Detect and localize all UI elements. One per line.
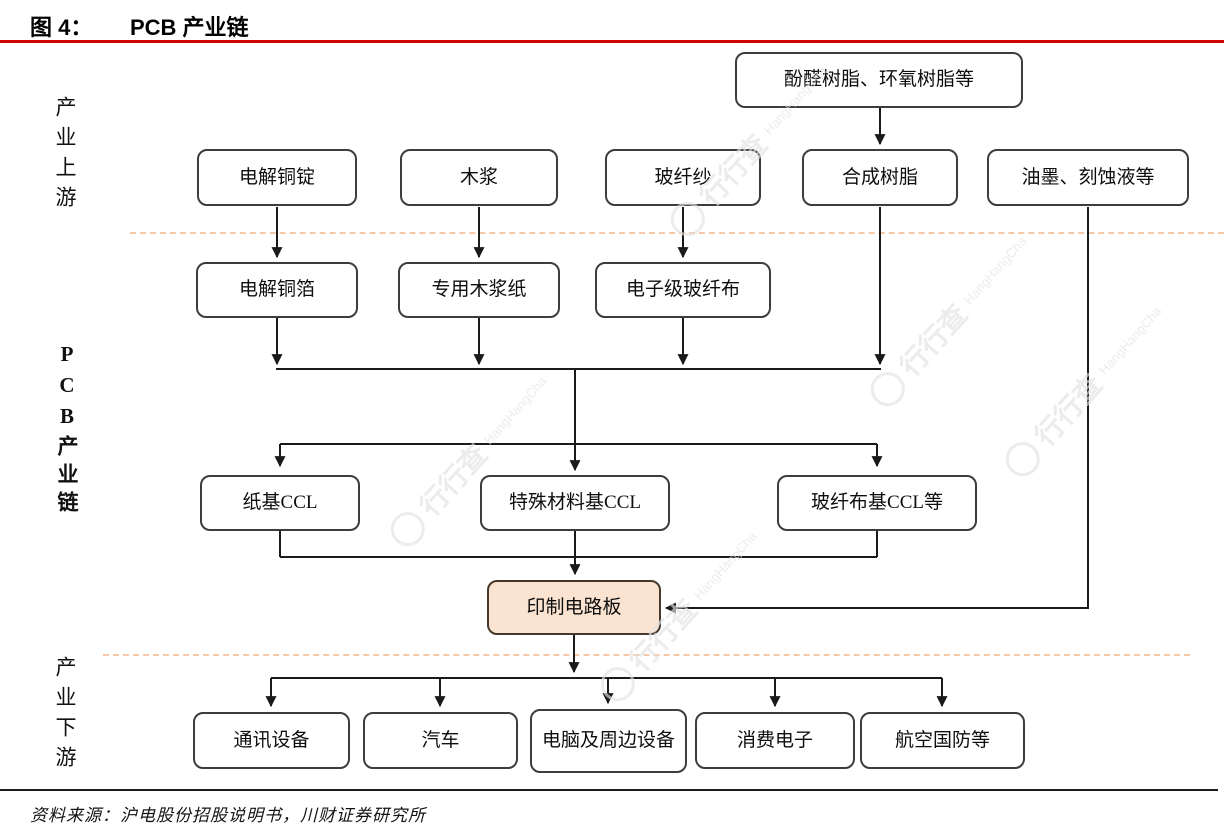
node-electronic-grade-glass-cloth: 电子级玻纤布 bbox=[595, 262, 771, 318]
downstream-section-divider bbox=[103, 654, 1190, 656]
source-note: 资料来源：沪电股份招股说明书，川财证券研究所 bbox=[30, 806, 426, 825]
node-wood-pulp: 木浆 bbox=[400, 149, 558, 206]
node-special-wood-pulp-paper: 专用木浆纸 bbox=[398, 262, 560, 318]
title-underline bbox=[0, 40, 1224, 43]
node-paper-based-ccl: 纸基CCL bbox=[200, 475, 360, 531]
node-automobile: 汽车 bbox=[363, 712, 518, 769]
node-aerospace-defense: 航空国防等 bbox=[860, 712, 1025, 769]
upstream-section-divider bbox=[130, 232, 1224, 234]
node-printed-circuit-board: 印制电路板 bbox=[487, 580, 661, 635]
node-computer-peripherals: 电脑及周边设备 bbox=[530, 709, 687, 773]
label-pcb-industry-chain: PCB产业链 bbox=[55, 342, 79, 519]
node-electrolytic-copper-ingot: 电解铜锭 bbox=[197, 149, 357, 206]
figure-number-label: 图 4： bbox=[30, 15, 93, 40]
node-synthetic-resin: 合成树脂 bbox=[802, 149, 958, 206]
figure-title: PCB 产业链 bbox=[130, 15, 249, 40]
footer-divider bbox=[0, 789, 1218, 791]
label-industry-downstream: 产业下游 bbox=[53, 656, 77, 776]
label-industry-upstream: 产业上游 bbox=[53, 96, 77, 216]
node-consumer-electronics: 消费电子 bbox=[695, 712, 855, 769]
node-glass-cloth-based-ccl: 玻纤布基CCL等 bbox=[777, 475, 977, 531]
node-special-material-ccl: 特殊材料基CCL bbox=[480, 475, 670, 531]
node-phenolic-epoxy-resin: 酚醛树脂、环氧树脂等 bbox=[735, 52, 1023, 108]
connector-lines bbox=[265, 108, 1089, 708]
node-ink-etchant: 油墨、刻蚀液等 bbox=[987, 149, 1189, 206]
node-glass-fiber-yarn: 玻纤纱 bbox=[605, 149, 761, 206]
node-electrolytic-copper-foil: 电解铜箔 bbox=[196, 262, 358, 318]
node-communication-equipment: 通讯设备 bbox=[193, 712, 350, 769]
